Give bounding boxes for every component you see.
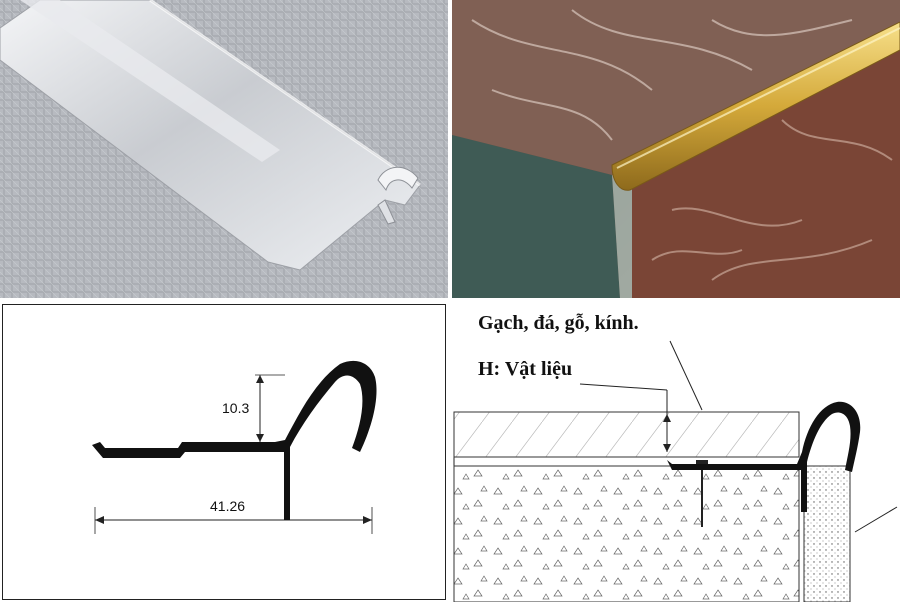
height-label: H: Vật liệu [478, 358, 573, 380]
drawing-frame [2, 304, 446, 600]
installation-cross-section [453, 340, 898, 602]
installation-drawing: Gạch, đá, gỗ, kính. H: Vật liệu [452, 302, 900, 602]
height-dimension: 10.3 [222, 400, 250, 416]
gold-profile-on-marble-photo [452, 0, 900, 298]
width-dimension: 41.26 [210, 498, 246, 514]
marble-corner-illustration [452, 0, 900, 298]
aluminium-profile-photo [0, 0, 448, 298]
material-label: Gạch, đá, gỗ, kính. [478, 312, 639, 334]
profile-cross-section [92, 360, 377, 534]
horizontal-divider [0, 298, 900, 302]
profile-dimension-drawing: 10.3 41.26 [0, 302, 448, 602]
aluminium-profile-illustration [0, 0, 448, 298]
